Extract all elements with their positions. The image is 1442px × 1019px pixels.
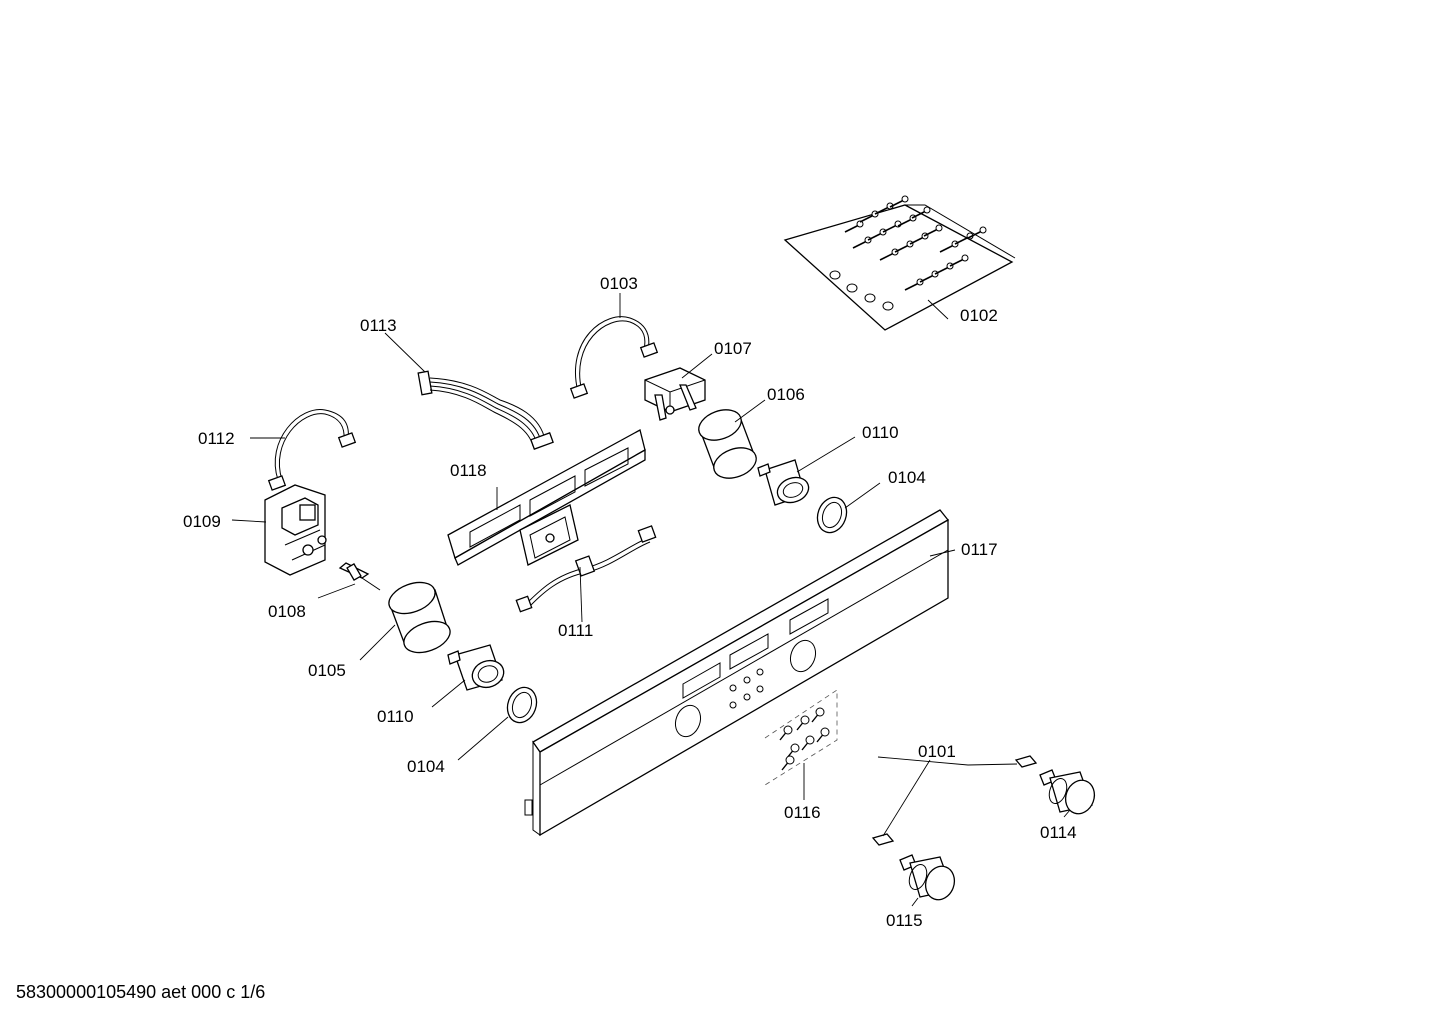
screw-set-0116-part[interactable]	[764, 689, 838, 786]
screw-icon	[923, 224, 943, 237]
washer-icon	[829, 270, 841, 280]
label-0110-lower: 0110	[377, 707, 414, 726]
knob-0114-part[interactable]	[1039, 769, 1099, 818]
screw-icon	[911, 206, 931, 219]
label-0111: 0111	[558, 621, 593, 640]
panel-button-icon	[743, 676, 751, 684]
screw-icon	[844, 220, 864, 233]
screw-bag-part[interactable]	[783, 195, 1016, 331]
panel-button-icon	[729, 684, 737, 692]
clip-0101-part[interactable]	[871, 755, 1038, 846]
document-code: 58300000105490 aet 000 c 1/6	[16, 982, 265, 1002]
leader-lines	[231, 293, 1071, 907]
ring-0104-lower-part[interactable]	[503, 683, 542, 726]
cable-0103-part[interactable]	[569, 316, 659, 399]
label-0104-lower: 0104	[407, 757, 445, 776]
ribbon-cable-0113-part[interactable]	[417, 370, 554, 450]
screw-icon	[816, 727, 830, 743]
label-0103: 0103	[600, 274, 638, 293]
label-0114: 0114	[1040, 823, 1077, 842]
screw-icon	[889, 195, 909, 208]
panel-button-icon	[743, 693, 751, 701]
label-0104-upper: 0104	[888, 468, 926, 487]
screw-icon	[949, 254, 969, 267]
washer-icon	[846, 283, 858, 293]
shaft-0110-upper-part[interactable]	[757, 459, 812, 507]
screw-icon	[779, 725, 793, 741]
screw-icon	[811, 707, 825, 723]
label-0116: 0116	[784, 803, 821, 822]
label-0106: 0106	[767, 385, 805, 404]
label-0109: 0109	[183, 512, 221, 531]
label-0108: 0108	[268, 602, 306, 621]
part-labels: 0101 0102 0103 0104 0104 0105 0106 0107 …	[183, 274, 1077, 930]
panel-button-icon	[729, 701, 737, 709]
switch-0107-part[interactable]	[644, 367, 706, 421]
panel-button-icon	[756, 668, 764, 676]
frame-0118-part[interactable]	[447, 429, 646, 566]
spindle-0108-part[interactable]	[338, 562, 381, 591]
shaft-0110-lower-part[interactable]	[447, 644, 507, 692]
washer-icon	[864, 293, 876, 303]
cable-0112-part[interactable]	[267, 409, 357, 491]
label-0110-upper: 0110	[862, 423, 899, 442]
module-0109-part[interactable]	[264, 484, 327, 576]
label-0107: 0107	[714, 339, 752, 358]
screw-icon	[781, 755, 795, 771]
cylinder-0105-part[interactable]	[385, 577, 455, 659]
screw-icon	[801, 735, 815, 751]
washer-icon	[882, 301, 894, 311]
label-0118: 0118	[450, 461, 487, 480]
screw-icon	[796, 715, 810, 731]
cylinder-0106-part[interactable]	[695, 404, 761, 483]
label-0112: 0112	[198, 429, 235, 448]
screw-icon	[967, 226, 987, 239]
label-0117: 0117	[961, 540, 998, 559]
label-0102: 0102	[960, 306, 998, 325]
screw-icon	[874, 202, 894, 215]
label-0115: 0115	[886, 911, 923, 930]
label-0105: 0105	[308, 661, 346, 680]
control-panel-0117-part[interactable]	[524, 509, 949, 837]
label-0113: 0113	[360, 316, 397, 335]
label-0101: 0101	[918, 742, 956, 761]
ring-0104-upper-part[interactable]	[813, 493, 852, 536]
knob-0115-part[interactable]	[899, 854, 959, 904]
panel-button-icon	[756, 685, 764, 693]
